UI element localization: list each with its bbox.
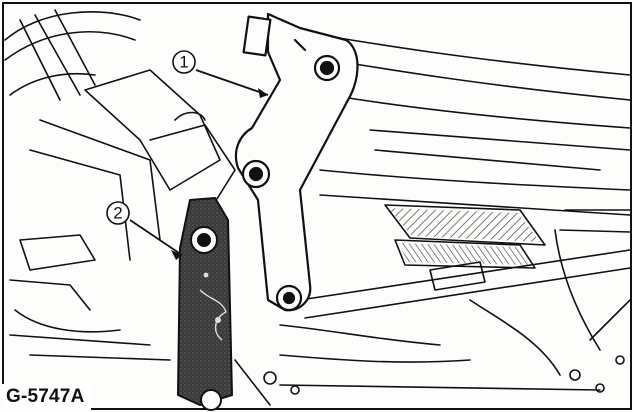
callout-1: 1 — [172, 50, 269, 98]
hinge-bracket-part-2 — [177, 197, 233, 411]
callout-1-number: 1 — [179, 53, 188, 72]
callout-2: 2 — [106, 201, 183, 260]
vent-grille-lower — [398, 243, 530, 265]
figure-id-label: G-5747A — [2, 384, 91, 410]
hinge-bracket-part-1 — [234, 12, 359, 312]
callout-2-number: 2 — [113, 204, 122, 223]
background-structure — [4, 9, 631, 406]
vent-grille-upper — [388, 208, 540, 242]
